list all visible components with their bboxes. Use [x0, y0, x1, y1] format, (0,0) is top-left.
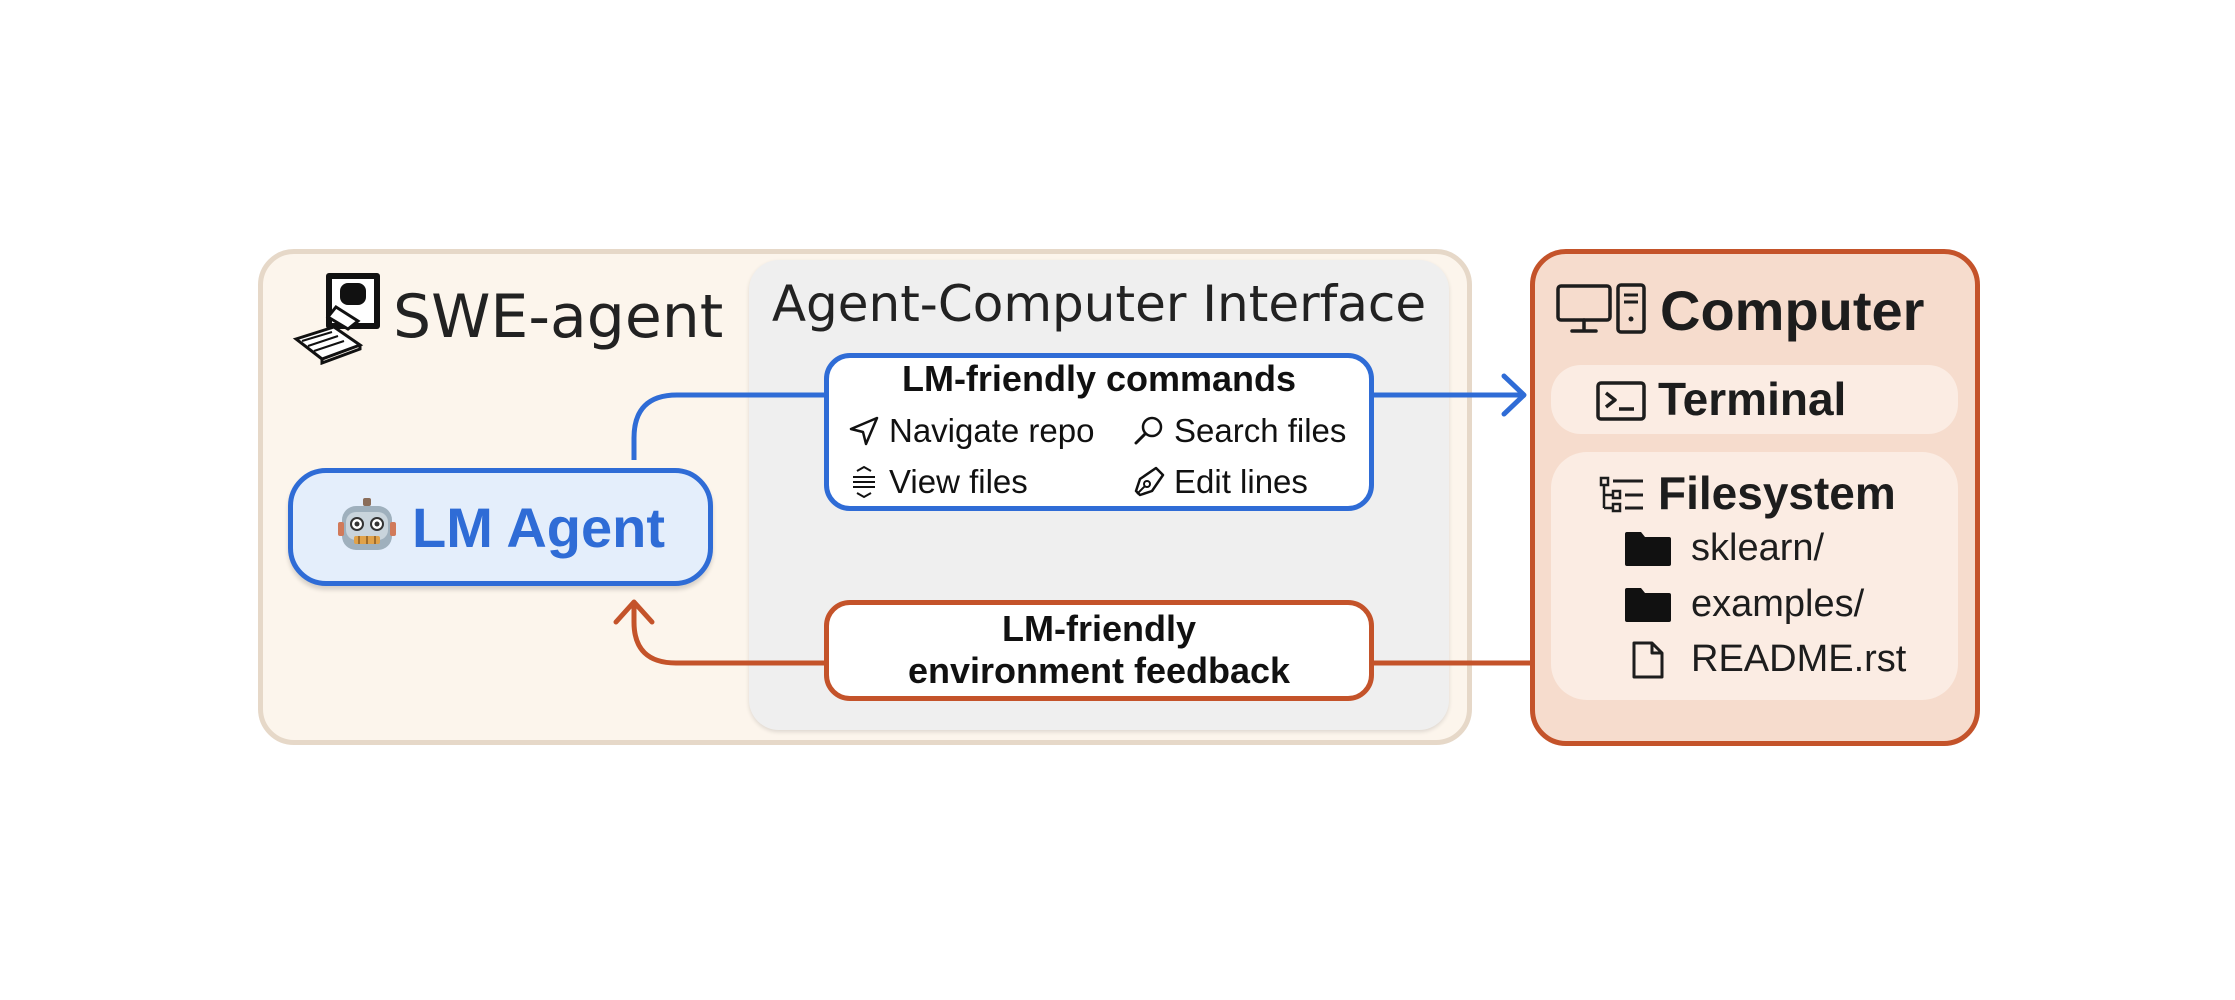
command-label: Edit lines: [1174, 463, 1308, 500]
folder-icon: [1625, 587, 1671, 622]
computer-icon: [1556, 283, 1646, 334]
command-search-files: Search files: [1132, 412, 1346, 450]
feedback-line-1: LM-friendly: [1002, 608, 1196, 649]
orange-return-connector: [631, 604, 824, 666]
blue-connector: [631, 392, 824, 460]
command-label: View files: [889, 463, 1028, 500]
terminal-pill: [1551, 365, 1958, 434]
search-icon: [1134, 416, 1163, 445]
aci-title: Agent-Computer Interface: [771, 275, 1427, 333]
computer-title: Computer: [1660, 279, 1925, 342]
feedback-title: LM-friendly environment feedback: [824, 608, 1374, 692]
swe-agent-logo-icon: [292, 273, 380, 365]
lm-agent-label: LM Agent: [412, 495, 665, 559]
file-item-label: README.rst: [1691, 638, 1907, 680]
filesystem-label: Filesystem: [1658, 467, 1896, 519]
file-item-readme: README.rst: [1630, 638, 1906, 681]
blue-arrowhead-icon: [1501, 373, 1527, 417]
command-navigate-repo: Navigate repo: [847, 412, 1094, 450]
lm-agent-pill: LM Agent: [288, 468, 713, 586]
feedback-box: [824, 600, 1374, 701]
robot-icon: [338, 498, 396, 550]
edit-icon: [1134, 466, 1165, 497]
folder-icon: [1625, 531, 1671, 566]
file-item-label: examples/: [1691, 583, 1865, 625]
orange-arrowhead-icon: [613, 599, 655, 625]
file-item-label: sklearn/: [1691, 527, 1825, 569]
feedback-line-2: environment feedback: [907, 650, 1291, 691]
command-view-files: View files: [847, 463, 1028, 501]
file-icon: [1632, 641, 1664, 678]
file-item-sklearn: sklearn/: [1623, 527, 1824, 570]
terminal-label: Terminal: [1658, 373, 1847, 425]
commands-title: LM-friendly commands: [901, 358, 1297, 399]
command-label: Navigate repo: [889, 412, 1095, 449]
filesystem-tree-icon: [1599, 476, 1643, 513]
swe-agent-title: SWE-agent: [393, 282, 724, 352]
navigate-icon: [849, 416, 879, 446]
command-edit-lines: Edit lines: [1132, 463, 1308, 501]
view-files-icon: [853, 465, 875, 499]
terminal-icon: [1596, 381, 1646, 421]
command-label: Search files: [1174, 412, 1347, 449]
commands-box: [824, 353, 1374, 511]
file-item-examples: examples/: [1623, 583, 1864, 626]
